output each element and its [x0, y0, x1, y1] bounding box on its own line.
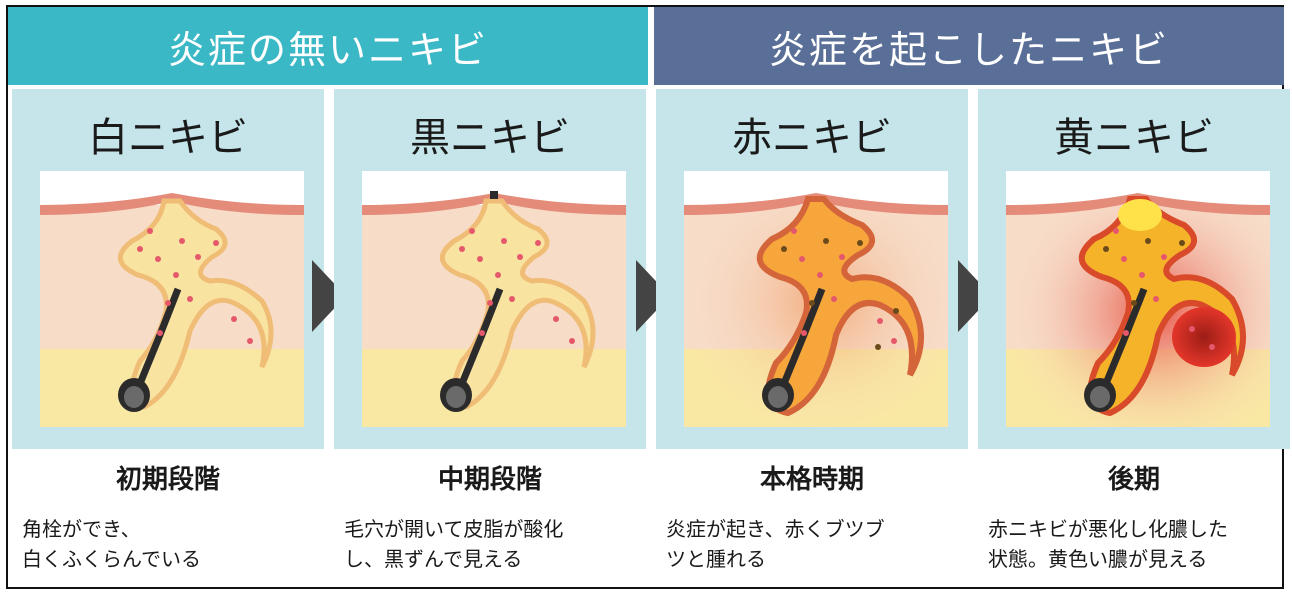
- stage-description: 赤ニキビが悪化し化膿した 状態。黄色い膿が見える: [976, 514, 1292, 574]
- panel-title: 白ニキビ: [88, 115, 248, 161]
- panel-yellow-acne: 黄ニキビ: [978, 89, 1290, 449]
- caption-red-acne: 本格時期 炎症が起き、赤くブツブ ツと腫れる: [654, 459, 970, 574]
- panel-white-acne: 白ニキビ: [12, 89, 324, 449]
- stage-description: 炎症が起き、赤くブツブ ツと腫れる: [654, 514, 970, 574]
- stage-label: 後期: [1107, 465, 1160, 495]
- description-line: 状態。黄色い膿が見える: [988, 547, 1208, 571]
- stage-label: 中期段階: [437, 465, 542, 495]
- stage-description: 角栓ができ、 白くふくらんでいる: [10, 514, 326, 574]
- caption-white-acne: 初期段階 角栓ができ、 白くふくらんでいる: [10, 459, 326, 574]
- progression-arrow: [958, 260, 992, 332]
- caption-yellow-acne: 後期 赤ニキビが悪化し化膿した 状態。黄色い膿が見える: [976, 459, 1292, 574]
- red-acne-illustration: [684, 171, 948, 427]
- caption-black-acne: 中期段階 毛穴が開いて皮脂が酸化 し、黒ずんで見える: [332, 459, 648, 574]
- panel-red-acne: 赤ニキビ: [656, 89, 968, 449]
- panel-title: 赤ニキビ: [732, 115, 892, 161]
- description-line: し、黒ずんで見える: [344, 547, 523, 571]
- black-acne-illustration: [362, 171, 626, 427]
- description-line: 赤ニキビが悪化し化膿した: [988, 517, 1228, 541]
- description-line: 角栓ができ、: [22, 517, 141, 541]
- diagram-frame: 炎症の無いニキビ 炎症を起こしたニキビ 白ニキビ: [6, 5, 1290, 589]
- progression-arrow: [636, 260, 670, 332]
- group-header-inflamed: 炎症を起こしたニキビ: [654, 7, 1284, 85]
- yellow-acne-illustration: [1006, 171, 1270, 427]
- white-acne-illustration: [40, 171, 304, 427]
- stage-description: 毛穴が開いて皮脂が酸化 し、黒ずんで見える: [332, 514, 648, 574]
- description-line: 白くふくらんでいる: [22, 547, 201, 571]
- description-line: ツと腫れる: [666, 547, 766, 571]
- description-line: 毛穴が開いて皮脂が酸化: [344, 517, 564, 541]
- group-header-non-inflamed: 炎症の無いニキビ: [8, 7, 648, 85]
- description-line: 炎症が起き、赤くブツブ: [666, 517, 885, 541]
- progression-arrow: [312, 260, 346, 332]
- stage-label: 初期段階: [115, 465, 220, 495]
- panel-title: 黄ニキビ: [1054, 115, 1214, 161]
- stage-label: 本格時期: [759, 465, 864, 495]
- panel-title: 黒ニキビ: [410, 115, 570, 161]
- panel-black-acne: 黒ニキビ: [334, 89, 646, 449]
